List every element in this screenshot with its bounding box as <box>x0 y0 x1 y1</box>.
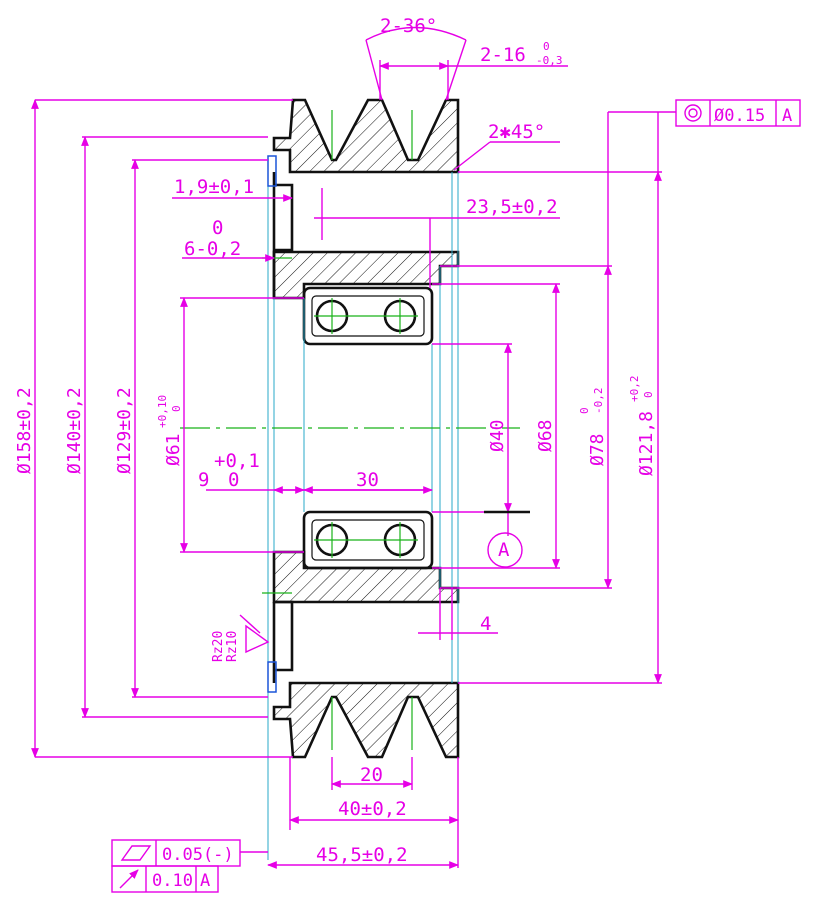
dia-121-label: Ø121,8 <box>636 411 657 476</box>
hub-lower <box>272 550 460 683</box>
runout-datum: A <box>200 871 210 891</box>
offset-6-upper: 0 <box>212 217 223 239</box>
pulley-bottom-section <box>272 681 460 759</box>
seal-marks <box>267 155 277 693</box>
bearing-lower <box>302 510 434 570</box>
datum-a-label: A <box>498 539 510 561</box>
dia-61-label: Ø61 <box>163 433 184 466</box>
len-40-label: 40±0,2 <box>338 798 407 820</box>
runout-frame: 0.10 A <box>111 865 219 893</box>
dia-121-tol-lower: 0 <box>642 391 655 398</box>
dimension-lines <box>31 26 676 869</box>
concentricity-value: Ø0.15 <box>714 106 765 126</box>
offset-6-label: 6-0,2 <box>184 238 241 260</box>
chamfer-label: 2✱45° <box>488 121 545 143</box>
dia-129-label: Ø129±0,2 <box>114 387 135 474</box>
dia-158-label: Ø158±0,2 <box>14 387 35 474</box>
dia-78-tol-lower: -0,2 <box>592 388 605 415</box>
len-23-5-label: 23,5±0,2 <box>466 196 558 218</box>
pulley-top-section <box>272 98 460 174</box>
len-45-5-label: 45,5±0,2 <box>316 844 408 866</box>
concentricity-icon <box>684 104 702 122</box>
flatness-icon <box>120 845 152 861</box>
flatness-frame: 0.05(-) <box>111 839 241 867</box>
bearing-upper <box>302 286 434 346</box>
len-9-upper: +0,1 <box>214 450 260 472</box>
dia-78-label: Ø78 <box>587 433 608 466</box>
dia-78-tol-upper: 0 <box>578 407 591 414</box>
len-20-label: 20 <box>360 764 383 786</box>
groove-width-tol-upper: 0 <box>543 40 550 53</box>
dia-61-tol-lower: 0 <box>170 405 183 412</box>
dimension-labels: 2-36° 2-16 0 -0,3 2✱45° 1,9±0,1 0 6-0,2 … <box>14 15 657 866</box>
flatness-value: 0.05(-) <box>162 845 234 865</box>
dia-140-label: Ø140±0,2 <box>64 387 85 474</box>
groove-angle-label: 2-36° <box>380 15 437 37</box>
rz20-label: Rz20 <box>211 631 226 662</box>
dia-40-label: Ø40 <box>487 419 508 452</box>
dia-121-tol-upper: +0,2 <box>628 376 641 403</box>
len-9-lower: 0 <box>228 469 239 491</box>
dia-68-label: Ø68 <box>535 419 556 452</box>
len-30-label: 30 <box>356 469 379 491</box>
rz10-label: Rz10 <box>225 631 240 662</box>
len-9-label: 9 <box>198 469 209 491</box>
len-4-label: 4 <box>480 613 491 635</box>
groove-width-tol-lower: -0,3 <box>536 54 563 67</box>
concentricity-datum: A <box>782 106 792 126</box>
groove-width-label: 2-16 <box>480 44 526 66</box>
runout-value: 0.10 <box>152 871 193 891</box>
dia-61-tol-upper: +0,10 <box>156 395 169 428</box>
offset-19-label: 1,9±0,1 <box>174 176 254 198</box>
concentricity-frame: Ø0.15 A <box>675 99 801 127</box>
runout-icon <box>119 869 139 889</box>
